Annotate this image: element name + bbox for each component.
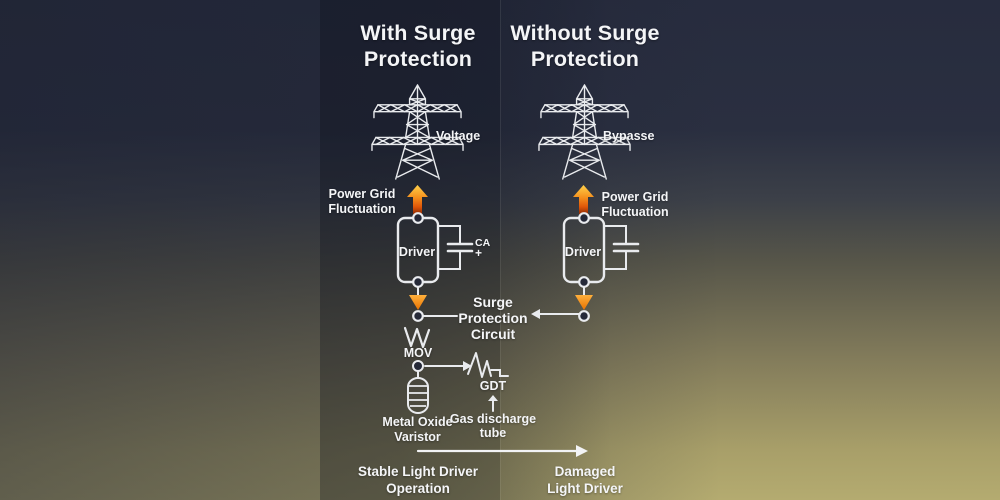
arrow-left-icon bbox=[531, 309, 581, 319]
mov-node bbox=[411, 360, 424, 372]
driver-label-left: Driver bbox=[398, 245, 436, 259]
surge-arrow-down-icon bbox=[409, 295, 427, 310]
power-grid-fluctuation-label-right: Power Grid Fluctuation bbox=[601, 190, 669, 219]
right-panel-title: Without Surge Protection bbox=[510, 21, 660, 71]
connection-node bbox=[412, 310, 424, 322]
transmission-tower-icon bbox=[538, 84, 631, 180]
gdt-spike-icon bbox=[467, 352, 509, 378]
damaged-driver-label: Damaged Light Driver bbox=[547, 464, 623, 496]
surge-arrow-up-icon bbox=[573, 185, 594, 214]
right-column-backdrop bbox=[500, 0, 612, 500]
capacitor-icon bbox=[612, 242, 640, 253]
mov-label: MOV bbox=[403, 346, 433, 360]
flow-arrow-icon bbox=[416, 445, 588, 457]
left-panel-title: With Surge Protection bbox=[360, 21, 476, 71]
driver-terminal-bottom bbox=[578, 276, 590, 288]
arrow-up-small-icon bbox=[488, 395, 498, 412]
stable-operation-label: Stable Light Driver Operation bbox=[357, 464, 479, 496]
capacitor-plus-label: + bbox=[475, 246, 483, 260]
voltage-label: Voltage bbox=[436, 129, 481, 143]
varistor-zigzag-icon bbox=[403, 326, 431, 349]
capacitor-wires bbox=[437, 225, 461, 270]
driver-terminal-top bbox=[578, 212, 590, 224]
power-grid-fluctuation-label-left: Power Grid Fluctuation bbox=[328, 187, 396, 216]
gdt-label: GDT bbox=[479, 379, 507, 393]
surge-protection-circuit-label: Surge Protection Circuit bbox=[458, 294, 528, 342]
capacitor-ca-label: CA bbox=[475, 237, 491, 249]
column-divider bbox=[500, 0, 501, 500]
surge-arrow-up-icon bbox=[407, 185, 428, 214]
surge-arrow-down-icon bbox=[575, 295, 593, 310]
transmission-tower-icon bbox=[371, 84, 464, 180]
driver-terminal-top bbox=[412, 212, 424, 224]
mov-cylinder-icon bbox=[407, 371, 429, 414]
driver-circuit bbox=[396, 212, 474, 322]
gas-discharge-tube-label: Gas discharge tube bbox=[449, 412, 537, 440]
capacitor-icon bbox=[446, 242, 474, 253]
capacitor-wires bbox=[603, 225, 627, 270]
driver-label-right: Driver bbox=[564, 245, 602, 259]
arrow-right-icon bbox=[424, 361, 472, 371]
driver-terminal-bottom bbox=[412, 276, 424, 288]
metal-oxide-varistor-label: Metal Oxide Varistor bbox=[382, 415, 453, 444]
driver-circuit bbox=[562, 212, 640, 322]
connection-node bbox=[578, 310, 590, 322]
bypass-label: Bypasse bbox=[603, 129, 655, 143]
